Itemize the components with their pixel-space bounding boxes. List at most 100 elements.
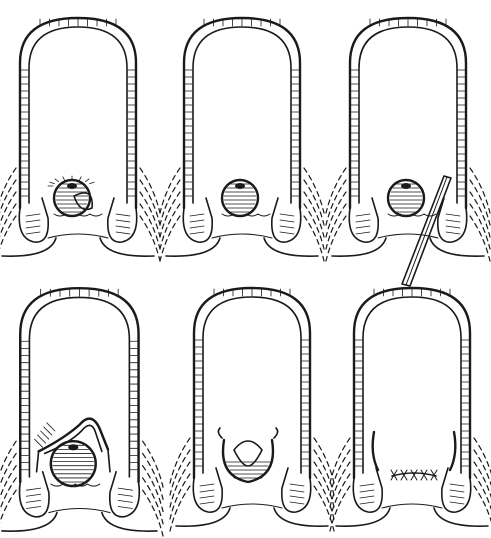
lobe-hatch [280,214,294,216]
right-lobe [438,198,467,242]
lesion-opening [235,183,245,189]
lobe-hatch [450,502,464,504]
lobe-hatch [290,490,304,492]
lobe-hatch [360,502,374,504]
lobe-hatch [446,220,460,222]
lobe-hatch [290,484,304,486]
lobe-hatch [450,496,464,498]
lesion-opening [68,444,78,450]
inner-wall [203,297,301,473]
panel-5 [170,288,334,531]
probe-center [406,177,447,285]
fiber-left [0,490,16,536]
left-lobe [183,198,212,242]
left-lobe [19,472,49,517]
right-lobe [442,468,471,512]
outer-wall [354,288,470,478]
lobe-hatch [200,484,214,486]
flap-hatch [47,423,55,431]
hair-lines [85,179,89,182]
fiber-right [140,168,160,213]
lobe-hatch [26,232,40,234]
lobe-hatch [200,490,214,492]
lobe-hatch [356,226,370,228]
lobe-hatch [26,488,40,490]
right-lobe [110,472,140,517]
lobe-hatch [450,484,464,486]
lobe-hatch [356,214,370,216]
hair-lines [50,182,55,184]
lobe-hatch [360,490,374,492]
flap-hatch [44,427,52,435]
left-lobe [19,198,48,242]
fiber-right [474,486,491,531]
panel-6 [330,288,491,531]
verge [212,234,272,238]
verge [49,509,110,513]
lobe-hatch [190,232,204,234]
inner-wall [29,27,127,203]
verge [222,504,282,508]
left-lobe [193,468,222,512]
right-lobe [272,198,301,242]
flap-hatch [38,435,46,443]
suture-stitch [401,470,407,480]
suture-stitch [411,470,417,480]
panel-1 [0,18,160,261]
right-scar [450,432,455,470]
lobe-hatch [26,220,40,222]
lobe-hatch [118,500,132,502]
lobe-hatch [116,232,130,234]
left-lobe [349,198,378,242]
lobe-hatch [190,220,204,222]
lesion-opening [401,183,411,189]
lobe-hatch [26,506,40,508]
right-lobe [108,198,137,242]
lobe-hatch [190,226,204,228]
left-scar [373,432,378,470]
lobe-hatch [190,214,204,216]
inner-wall [193,27,291,203]
panel-4 [0,288,163,536]
hair-lines [63,177,65,181]
panel-2 [160,18,324,261]
lesion-opening [67,183,77,189]
lobe-hatch [280,220,294,222]
lobe-hatch [116,214,130,216]
panel-3 [326,18,490,286]
fiber-right [470,168,490,213]
lobe-hatch [446,226,460,228]
fiber-left [326,168,346,213]
lobe-hatch [26,500,40,502]
lobe-hatch [356,220,370,222]
lobe-hatch [280,226,294,228]
fiber-left [0,216,16,261]
fiber-right [143,441,163,487]
lobe-hatch [290,502,304,504]
left-lobe [353,468,382,512]
lobe-hatch [200,496,214,498]
inner-wall [359,27,457,203]
lobe-hatch [116,220,130,222]
lobe-hatch [360,496,374,498]
hair-lines [90,182,95,184]
verge [48,234,108,238]
verge [382,504,442,508]
lobe-hatch [118,488,132,490]
flap-hatch [41,431,49,439]
lobe-hatch [450,490,464,492]
lobe-hatch [290,496,304,498]
hair-lines [79,177,81,181]
right-lobe [282,468,311,512]
lobe-hatch [116,226,130,228]
lobe-hatch [118,506,132,508]
lobe-hatch [26,226,40,228]
lobe-hatch [446,232,460,234]
lobe-hatch [280,232,294,234]
lobe-hatch [446,214,460,216]
outer-wall [194,288,310,478]
lobe-hatch [200,502,214,504]
lobe-hatch [360,484,374,486]
